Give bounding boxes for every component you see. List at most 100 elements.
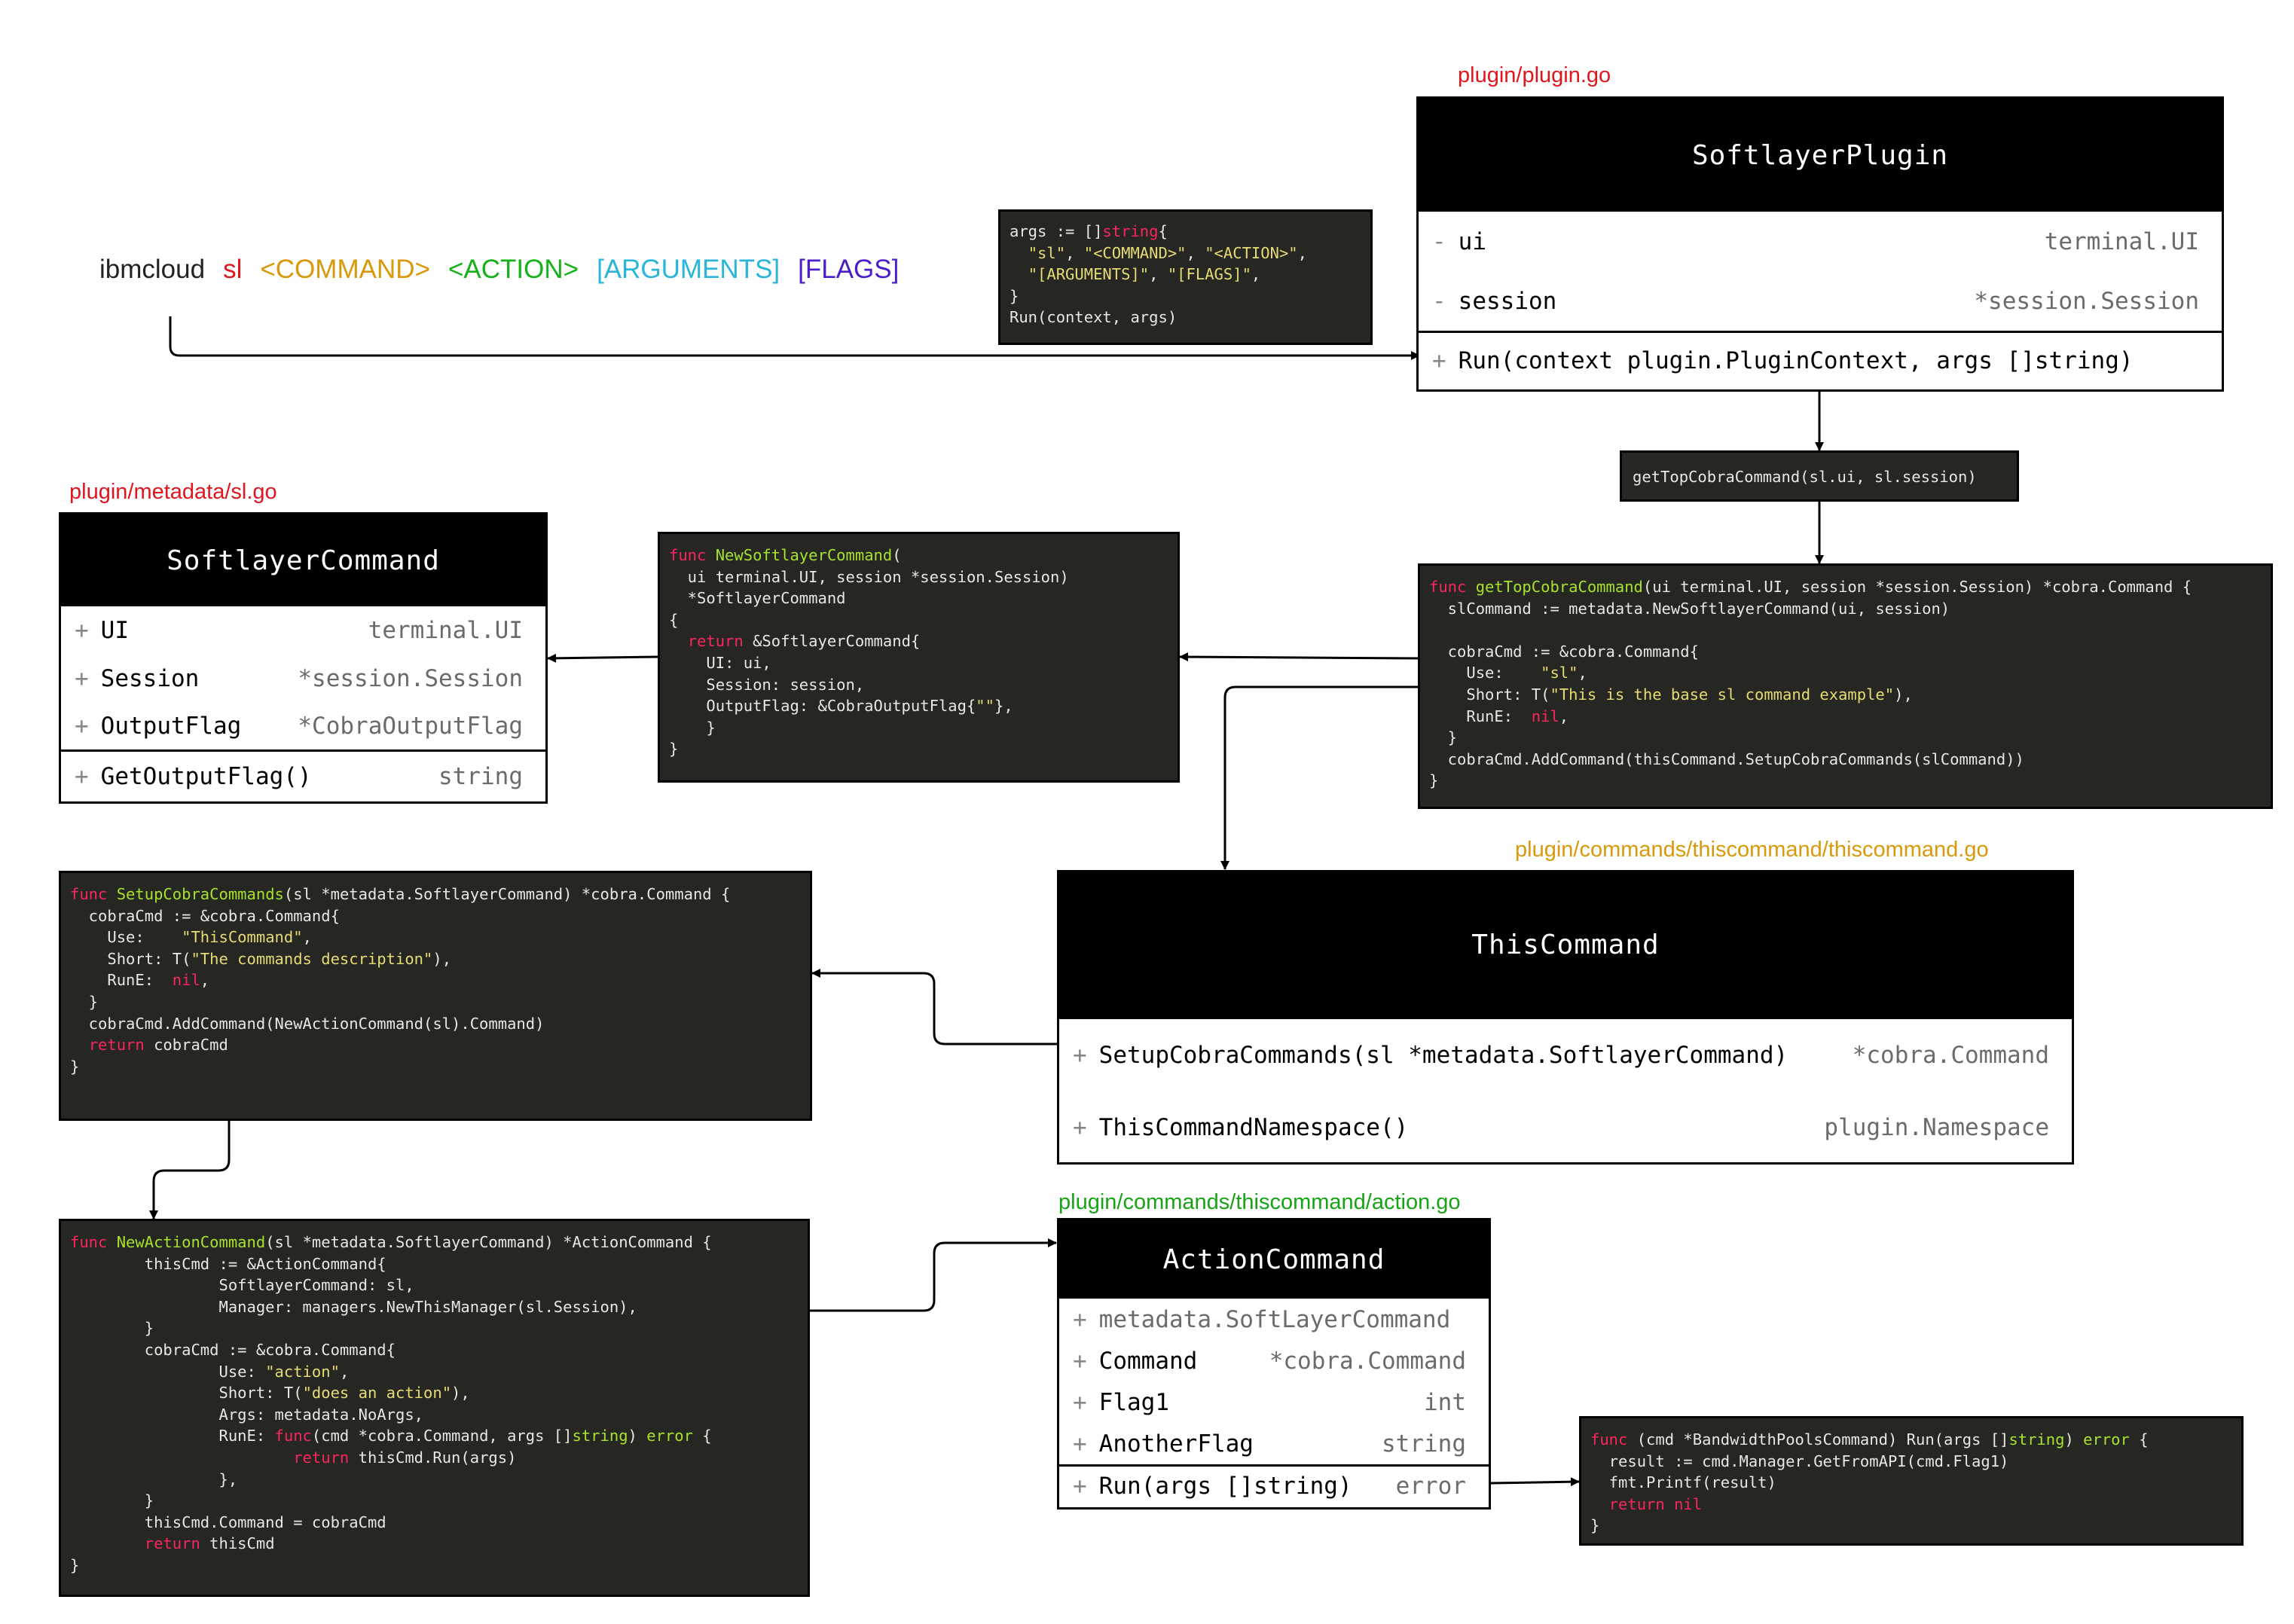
code-token: getTopCobraCommand: [1475, 578, 1643, 596]
code-token: {: [669, 610, 679, 629]
code-token: Use:: [70, 928, 182, 947]
code-token: (: [892, 546, 902, 564]
code-token: cobraCmd := &cobra.Command{: [1429, 642, 1699, 661]
code-token: thisCmd: [200, 1534, 275, 1553]
code-token: RunE:: [70, 1427, 275, 1445]
code-line: }: [70, 1056, 801, 1078]
code-line: getTopCobraCommand(sl.ui, sl.session): [1633, 466, 2008, 488]
visibility-marker: -: [1432, 228, 1446, 255]
code-token: [669, 632, 688, 650]
class-this-command: ThisCommand + SetupCobraCommands(sl *meta…: [1057, 870, 2074, 1165]
code-token: getTopCobraCommand(sl.ui, sl.session): [1633, 468, 1977, 486]
method-name: GetOutputFlag(): [100, 763, 312, 790]
field-type: string: [1382, 1430, 1466, 1458]
method-type: string: [438, 763, 523, 790]
code-line: *SoftlayerCommand: [669, 588, 1168, 609]
code-token: ),: [432, 949, 452, 968]
method-type: *cobra.Command: [1852, 1042, 2049, 1069]
code-token: error: [2083, 1430, 2130, 1448]
code-line: }: [1429, 727, 2262, 749]
visibility-marker: +: [1073, 1305, 1087, 1333]
class-title: ActionCommand: [1059, 1220, 1489, 1299]
code-line: return &SoftlayerCommand{: [669, 630, 1168, 652]
code-line: return thisCmd.Run(args): [70, 1447, 799, 1469]
code-token: [1010, 265, 1028, 283]
class-title: SoftlayerPlugin: [1419, 99, 2222, 212]
code-token: return: [144, 1534, 200, 1553]
class-title: ThisCommand: [1059, 872, 2072, 1017]
code-token: func: [669, 546, 716, 564]
code-token: Short: T(: [1429, 685, 1550, 704]
field-name: AnotherFlag: [1098, 1430, 1254, 1458]
code-token: },: [70, 1470, 238, 1488]
command-line-part: [ARGUMENTS]: [597, 255, 780, 284]
code-line: cobraCmd.AddCommand(NewActionCommand(sl)…: [70, 1013, 801, 1035]
code-line: func getTopCobraCommand(ui terminal.UI, …: [1429, 576, 2262, 598]
command-line-part: [FLAGS]: [798, 255, 900, 284]
code-line: Short: T("The commands description"),: [70, 948, 801, 970]
field-name: session: [1458, 288, 1557, 315]
code-token: string: [572, 1427, 628, 1445]
visibility-marker: +: [1073, 1114, 1087, 1141]
visibility-marker: +: [1073, 1388, 1087, 1416]
code-token: cobraCmd := &cobra.Command{: [70, 1340, 396, 1359]
code-line: thisCmd := &ActionCommand{: [70, 1253, 799, 1275]
code-line: RunE: nil,: [1429, 706, 2262, 728]
code-token: }: [70, 1555, 80, 1574]
code-token: "The commands description": [191, 949, 433, 968]
code-block-get-top-call: getTopCobraCommand(sl.ui, sl.session): [1620, 450, 2019, 502]
visibility-marker: +: [1073, 1347, 1087, 1375]
code-line: }: [70, 1490, 799, 1512]
code-token: Args: metadata.NoArgs,: [70, 1405, 423, 1424]
code-line: fmt.Printf(result): [1590, 1472, 2232, 1494]
arrow-newsl-to-slcommand: [547, 653, 658, 663]
code-token: return: [1608, 1494, 1665, 1513]
code-token: &SoftlayerCommand{: [743, 632, 921, 651]
code-token: },: [994, 697, 1013, 716]
code-token: ),: [451, 1384, 470, 1403]
method-type: plugin.Namespace: [1824, 1114, 2049, 1141]
code-line: Use: "ThisCommand",: [70, 926, 801, 948]
method-name: Run(args []string): [1098, 1473, 1352, 1500]
code-token: ,: [1297, 243, 1307, 262]
code-line: }: [1429, 770, 2262, 792]
code-line: cobraCmd := &cobra.Command{: [70, 1339, 799, 1361]
method-name: Run(context plugin.PluginContext, args […: [1458, 347, 2134, 374]
code-token: [1665, 1495, 1674, 1513]
file-label-metadata: plugin/metadata/sl.go: [69, 480, 277, 504]
code-token: args := []: [1010, 222, 1103, 240]
field-type: *cobra.Command: [1269, 1347, 1466, 1375]
code-token: (sl *metadata.SoftlayerCommand) *cobra.C…: [283, 885, 731, 903]
code-line: RunE: nil,: [70, 969, 801, 991]
code-token: Session: session,: [669, 675, 865, 694]
arrow-cmdline-to-plugin: [169, 316, 1420, 360]
field-row: +AnotherFlag string: [1059, 1423, 1489, 1464]
code-token: }: [70, 1491, 154, 1510]
arrow-gettop-to-thiscommand: [1220, 685, 1418, 870]
code-line: return cobraCmd: [70, 1034, 801, 1056]
code-block-setup-cobra-commands: func SetupCobraCommands(sl *metadata.Sof…: [59, 871, 812, 1121]
code-line: "[ARGUMENTS]", "[FLAGS]",: [1010, 264, 1361, 285]
code-token: thisCmd := &ActionCommand{: [70, 1254, 386, 1273]
field-row: +UI terminal.UI: [61, 606, 545, 655]
code-token: RunE:: [1429, 707, 1532, 725]
code-token: ,: [1251, 265, 1261, 284]
field-row: +Command *cobra.Command: [1059, 1340, 1489, 1381]
code-token: result := cmd.Manager.GetFromAPI(cmd.Fla…: [1590, 1452, 2009, 1470]
code-token: ,: [1186, 243, 1205, 262]
code-token: func: [70, 1233, 117, 1251]
visibility-marker: +: [75, 617, 89, 644]
command-line-part: <COMMAND>: [260, 255, 430, 284]
code-token: "": [976, 697, 994, 716]
code-token: "sl": [1541, 664, 1578, 682]
code-line: {: [669, 609, 1168, 631]
class-softlayer-command: SoftlayerCommand +UI terminal.UI +Sessio…: [59, 512, 548, 804]
code-line: func SetupCobraCommands(sl *metadata.Sof…: [70, 884, 801, 905]
code-token: }: [1010, 286, 1019, 305]
method-name: SetupCobraCommands(sl *metadata.Softlaye…: [1098, 1042, 1788, 1069]
command-line-part: ibmcloud: [99, 255, 206, 284]
arrow-thiscommand-to-setup: [811, 969, 1058, 1046]
visibility-marker: +: [75, 713, 89, 740]
code-token: slCommand := metadata.NewSoftlayerComman…: [1429, 599, 1950, 618]
code-line: }: [70, 1317, 799, 1339]
